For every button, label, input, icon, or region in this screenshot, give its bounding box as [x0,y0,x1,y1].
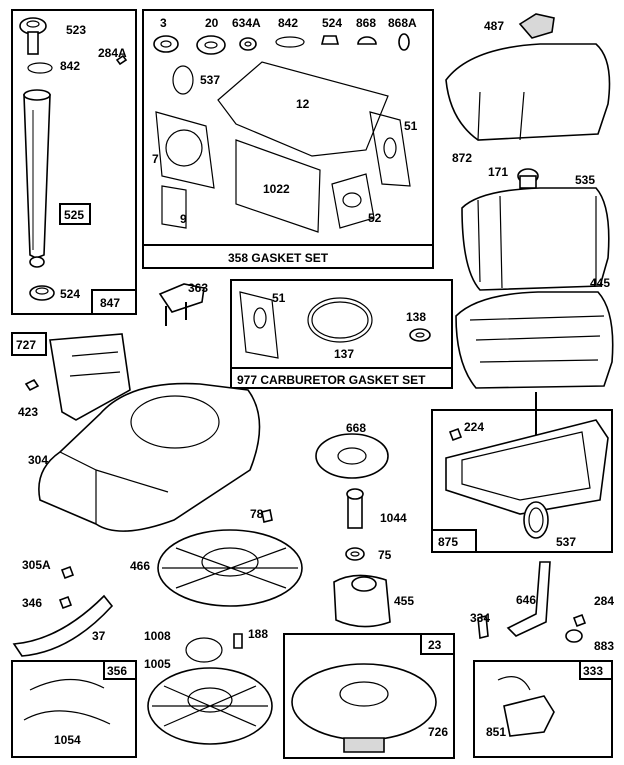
label-842: 842 [60,59,80,73]
kit-box-727: 727 [11,332,47,356]
bottom-row-parts [23,633,555,753]
label-868: 868 [356,16,376,30]
label-75: 75 [378,548,392,562]
kit-number-875: 875 [438,535,458,549]
label-455: 455 [394,594,414,608]
blower-housing-parts [24,333,261,532]
kit-box-333: 333 [473,660,613,758]
label-523: 523 [66,23,86,37]
label-524b: 524 [322,16,342,30]
label-304: 304 [28,453,48,467]
carburetor-gasket-set-title: 977 CARBURETOR GASKET SET [237,373,426,387]
label-1008: 1008 [144,629,171,643]
gasket-set-title: 358 GASKET SET [228,251,329,265]
label-363: 363 [188,281,208,295]
kit-number-356: 356 [107,664,127,678]
label-284b: 284 [594,594,614,608]
air-cleaner-parts [445,13,614,389]
label-305a: 305A [22,558,51,572]
label-525: 525 [64,208,84,222]
label-9: 9 [180,212,187,226]
air-cleaner-base-parts [445,392,609,539]
label-646: 646 [516,593,536,607]
flywheel-area-parts [157,433,391,628]
label-1005: 1005 [144,657,171,671]
label-487: 487 [484,19,504,33]
kit-number-333: 333 [583,664,603,678]
kit-box-847: 847 [11,9,137,315]
label-535: 535 [575,173,595,187]
label-868a: 868A [388,16,417,30]
label-1044: 1044 [380,511,407,525]
label-537b: 537 [556,535,576,549]
label-52: 52 [368,211,382,225]
label-883: 883 [594,639,614,653]
label-466: 466 [130,559,150,573]
label-537: 537 [200,73,220,87]
label-51: 51 [404,119,418,133]
label-224: 224 [464,420,484,434]
kit-number-847: 847 [100,296,120,310]
label-20: 20 [205,16,219,30]
label-3: 3 [160,16,167,30]
gasket-set-parts [153,33,411,233]
label-346: 346 [22,596,42,610]
label-137: 137 [334,347,354,361]
kit-number-727: 727 [16,338,36,352]
label-872: 872 [452,151,472,165]
label-726: 726 [428,725,448,739]
label-284a: 284A [98,46,127,60]
label-634a: 634A [232,16,261,30]
dipstick-tube-assembly [19,17,128,301]
label-524: 524 [60,287,80,301]
label-51b: 51 [272,291,286,305]
label-1022: 1022 [263,182,290,196]
kit-box-977-carburetor-gasket-set: 977 CARBURETOR GASKET SET [230,279,453,389]
label-842b: 842 [278,16,298,30]
label-188: 188 [248,627,268,641]
carburetor-gasket-parts [158,283,431,359]
label-138: 138 [406,310,426,324]
kit-box-23: 23 [283,633,455,759]
label-171: 171 [488,165,508,179]
label-851: 851 [486,725,506,739]
label-668: 668 [346,421,366,435]
kit-number-23: 23 [428,638,442,652]
kit-box-358-gasket-set: 358 GASKET SET [142,9,434,269]
kit-box-875: 875 [431,409,613,553]
label-423: 423 [18,405,38,419]
label-7: 7 [152,152,159,166]
right-middle-parts [477,561,587,643]
label-78: 78 [250,507,264,521]
lower-left-parts [12,565,114,657]
label-334: 334 [470,611,490,625]
kit-box-356: 356 [11,660,137,758]
label-1054: 1054 [54,733,81,747]
label-12: 12 [296,97,310,111]
label-445: 445 [590,276,610,290]
label-37: 37 [92,629,106,643]
